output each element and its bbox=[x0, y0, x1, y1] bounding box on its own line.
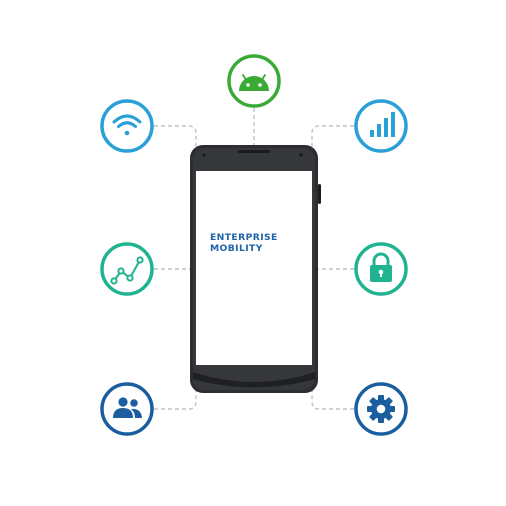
phone-bottom-curve bbox=[193, 372, 315, 388]
smartphone bbox=[190, 145, 321, 393]
screen-title-line-1: ENTERPRISE bbox=[210, 232, 278, 243]
users-icon bbox=[113, 397, 142, 418]
security-node bbox=[354, 242, 408, 296]
line-chart-icon bbox=[110, 256, 144, 285]
connector-signal bbox=[311, 125, 354, 150]
android-node bbox=[227, 54, 281, 108]
android-icon bbox=[239, 74, 269, 91]
signal-node bbox=[354, 99, 408, 153]
wifi-icon bbox=[112, 114, 142, 136]
phone-speaker bbox=[238, 150, 270, 153]
lock-icon bbox=[370, 252, 392, 282]
analytics-node-ring bbox=[100, 242, 154, 296]
connector-wifi bbox=[154, 125, 197, 150]
users-node bbox=[100, 382, 154, 436]
screen-title: ENTERPRISE MOBILITY bbox=[210, 232, 310, 254]
settings-node bbox=[354, 382, 408, 436]
phone-screen bbox=[196, 171, 312, 365]
connectors bbox=[154, 108, 354, 410]
signal-bars-icon bbox=[370, 112, 395, 137]
wifi-node bbox=[100, 99, 154, 153]
screen-title-line-2: MOBILITY bbox=[210, 243, 263, 254]
wifi-node-ring bbox=[100, 99, 154, 153]
analytics-node bbox=[100, 242, 154, 296]
gear-icon bbox=[367, 395, 395, 423]
phone-sensor bbox=[202, 153, 206, 157]
phone-camera bbox=[299, 153, 303, 157]
connector-users bbox=[154, 388, 197, 410]
phone-side-button bbox=[318, 184, 321, 204]
connector-settings bbox=[311, 388, 354, 410]
